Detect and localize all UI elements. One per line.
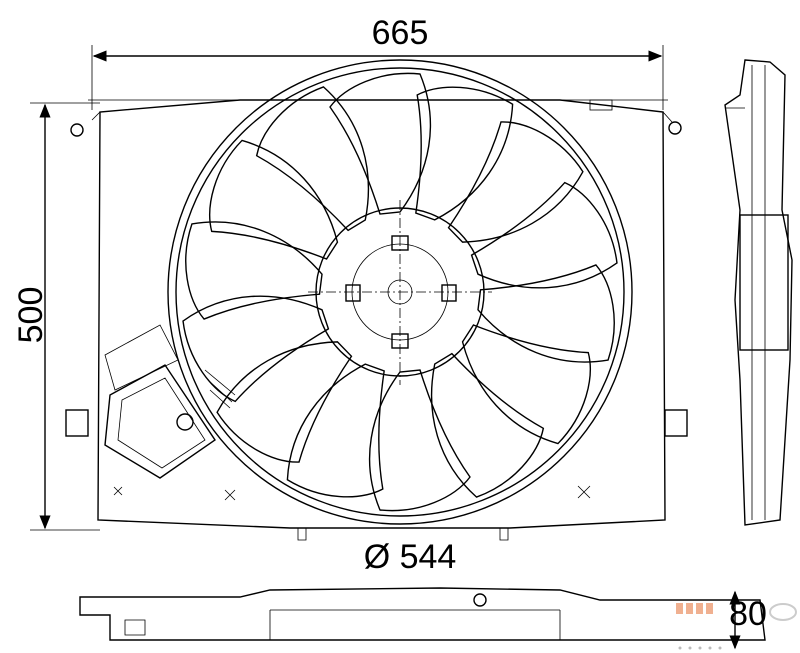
watermark-logo [676, 603, 797, 650]
fan-hub [308, 200, 492, 385]
fan-blade [329, 72, 432, 215]
diameter-label: Ø 544 [364, 538, 457, 576]
fan-blade [415, 86, 514, 221]
hella-logo-mark [769, 603, 797, 621]
depth-label: 80 [729, 595, 767, 633]
width-dimension: 665 [91, 14, 664, 110]
shroud-frame [65, 99, 688, 541]
fan-blade [216, 341, 353, 463]
fan-blade [185, 221, 323, 320]
height-label: 500 [12, 287, 50, 344]
fan-blade [209, 139, 339, 260]
fan-blades [182, 72, 618, 512]
side-view [724, 59, 793, 526]
fan-blade [182, 295, 330, 403]
fan-blade [477, 264, 615, 363]
fan-blade [286, 363, 385, 498]
bottom-view: 80 [79, 587, 767, 650]
fan-blade [461, 324, 591, 445]
fan-blade [447, 121, 584, 243]
width-label: 665 [372, 14, 429, 52]
service-logo-mark [678, 646, 722, 650]
fan-blade [368, 369, 471, 512]
fan-blade [470, 181, 618, 289]
height-dimension: 500 [12, 102, 100, 531]
controller-module [104, 324, 236, 479]
behr-logo-mark [676, 603, 713, 614]
fan-blade [255, 86, 370, 232]
fan-blade [430, 352, 545, 498]
fan-ring [167, 59, 633, 525]
